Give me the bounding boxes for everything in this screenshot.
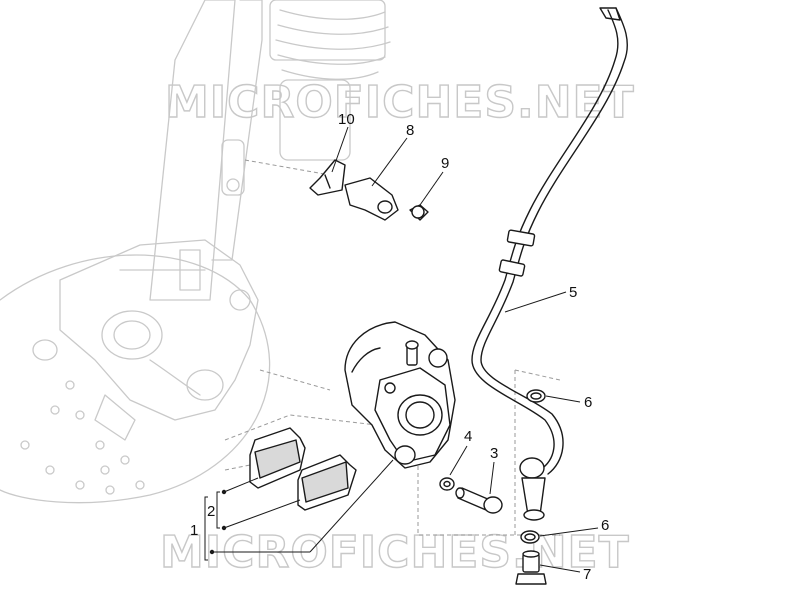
watermark-top: MICROFICHES.NET: [165, 77, 635, 128]
caliper-washer[interactable]: [439, 477, 455, 491]
ghost-disc-holes: [20, 380, 145, 495]
ghost-background: [0, 0, 391, 504]
ghost-fork-leg: [149, 0, 236, 301]
brake-pad-rear[interactable]: [249, 427, 306, 489]
brake-caliper[interactable]: [344, 321, 456, 469]
ghost-shock-spring: [269, 0, 391, 161]
hose-clip[interactable]: [309, 159, 346, 196]
brake-pad-front[interactable]: [297, 454, 357, 511]
brake-hose[interactable]: [471, 7, 628, 521]
callout-3: 3: [490, 445, 498, 462]
callout-9: 9: [441, 155, 449, 172]
callout-2: 2: [207, 503, 215, 520]
callout-10: 10: [338, 111, 355, 128]
callout-7: 7: [583, 566, 591, 583]
sealing-washer-lower[interactable]: [520, 530, 540, 544]
banjo-bolt[interactable]: [515, 550, 547, 585]
callout-5: 5: [569, 284, 577, 301]
caliper-bolt[interactable]: [455, 487, 503, 514]
ghost-brake-disc: [0, 254, 271, 504]
hose-bracket[interactable]: [344, 177, 399, 221]
callout-leaders: [204, 126, 599, 573]
ghost-old-caliper: [32, 239, 259, 441]
sealing-washer-upper[interactable]: [526, 389, 546, 403]
bracket-screw[interactable]: [409, 204, 429, 221]
callout-1: 1: [190, 522, 198, 539]
callout-4: 4: [464, 428, 472, 445]
callout-6-upper: 6: [584, 394, 592, 411]
callout-6-lower: 6: [601, 517, 609, 534]
callout-8: 8: [406, 122, 414, 139]
